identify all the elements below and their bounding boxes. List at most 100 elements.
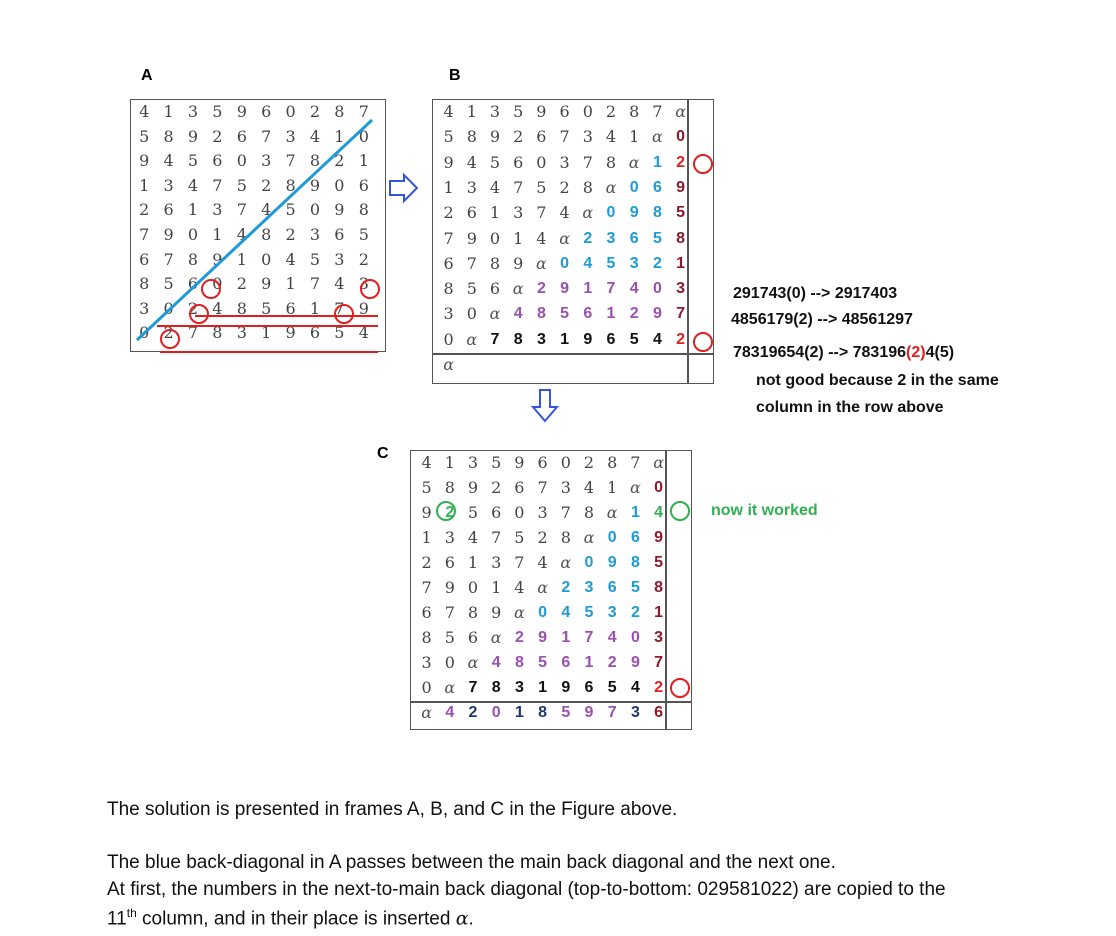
frame-a-cell-r1-c1: 8 bbox=[163, 126, 174, 146]
frame-b-row-separator bbox=[433, 353, 713, 355]
frame-b-cell-r5-c6: 2 bbox=[583, 229, 593, 247]
frame-a-cell-r5-c0: 7 bbox=[139, 225, 150, 244]
frame-a-cell-r8-c1: 0 bbox=[163, 298, 174, 318]
frame-b-cell-r2-c8: α bbox=[628, 152, 640, 172]
frame-c-cell-r5-c7: 3 bbox=[584, 579, 594, 596]
frame-a-cell-r0-c3: 5 bbox=[212, 102, 223, 121]
frame-a-cell-r2-c4: 0 bbox=[236, 151, 247, 171]
red-circle-a-3 bbox=[360, 279, 380, 299]
note-1-right: 2917403 bbox=[834, 285, 898, 302]
frame-a-cell-r1-c2: 9 bbox=[187, 126, 199, 146]
frame-a-cell-r1-c4: 6 bbox=[236, 126, 247, 146]
frame-c-cell-r4-c0: 2 bbox=[421, 553, 432, 572]
frame-a-cell-r5-c9: 5 bbox=[358, 225, 369, 244]
frame-c-cell-r7-c1: 5 bbox=[444, 628, 455, 647]
frame-a-cell-r5-c3: 1 bbox=[212, 225, 223, 244]
frame-a-cell-r6-c2: 8 bbox=[187, 249, 199, 269]
note-line-5: column in the row above bbox=[756, 399, 944, 416]
frame-a-cell-r8-c3: 4 bbox=[212, 298, 223, 318]
frame-c-cell-r5-c2: 0 bbox=[467, 578, 479, 597]
frame-a-cell-r7-c1: 5 bbox=[163, 274, 174, 294]
frame-c-cell-r10-c2: 2 bbox=[468, 704, 478, 721]
frame-b-label: B bbox=[449, 67, 461, 84]
frame-b-cell-r0-c1: 1 bbox=[466, 102, 477, 121]
frame-a-cell-r4-c8: 9 bbox=[334, 200, 345, 220]
frame-a-cell-r3-c7: 9 bbox=[309, 175, 321, 195]
frame-c-cell-r3-c0: 1 bbox=[421, 528, 432, 547]
frame-b-cell-r7-c0: 8 bbox=[443, 279, 454, 299]
frame-c-cell-r8-c6: 6 bbox=[561, 654, 571, 671]
frame-a-cell-r7-c6: 1 bbox=[285, 274, 296, 294]
red-circle-a-2b bbox=[160, 329, 180, 349]
frame-c-cell-r2-c2: 5 bbox=[467, 503, 479, 522]
frame-a-cell-r7-c5: 9 bbox=[261, 274, 272, 294]
down-arrow-icon bbox=[530, 389, 560, 423]
frame-c-cell-r3-c3: 7 bbox=[491, 528, 502, 547]
frame-c-cell-r9-c3: 8 bbox=[491, 679, 501, 696]
right-arrow-icon bbox=[389, 172, 419, 204]
frame-c-cell-r9-c9: 4 bbox=[630, 679, 640, 696]
frame-a-cell-r1-c0: 5 bbox=[139, 126, 150, 146]
frame-a-cell-r2-c1: 4 bbox=[163, 151, 174, 171]
frame-c-cell-r2-c3: 6 bbox=[491, 503, 502, 522]
frame-c-cell-r10-c1: 4 bbox=[445, 704, 455, 721]
frame-b-cell-r9-c2: 7 bbox=[490, 330, 500, 348]
frame-a-cell-r4-c2: 1 bbox=[187, 200, 199, 220]
frame-a-cell-r6-c1: 7 bbox=[163, 249, 174, 269]
frame-b-cell-r0-c0: 4 bbox=[443, 102, 454, 121]
frame-b-cell-r5-c5: α bbox=[559, 228, 570, 248]
frame-b-cell-r5-c10: 8 bbox=[676, 229, 686, 247]
frame-a-cell-r6-c7: 5 bbox=[309, 249, 321, 269]
frame-c-cell-r3-c6: 8 bbox=[560, 528, 571, 547]
frame-a-cell-r9-c9: 4 bbox=[358, 323, 369, 343]
caption-line-4-end: . bbox=[468, 908, 474, 930]
frame-c-cell-r3-c2: 4 bbox=[467, 528, 479, 547]
frame-c-cell-r7-c8: 4 bbox=[607, 629, 617, 646]
frame-a-cell-r9-c5: 1 bbox=[261, 323, 272, 343]
frame-b-cell-r0-c6: 0 bbox=[582, 102, 593, 121]
frame-a-cell-r2-c0: 9 bbox=[139, 151, 150, 171]
frame-b-cell-r1-c0: 5 bbox=[443, 127, 454, 147]
caption-line-4: 11th column, and in their place is inser… bbox=[107, 906, 474, 930]
frame-a-cell-r3-c0: 1 bbox=[139, 175, 150, 195]
frame-b-cell-r1-c8: 1 bbox=[629, 127, 640, 147]
frame-c-cell-r10-c6: 5 bbox=[561, 704, 571, 721]
frame-c-cell-r4-c2: 1 bbox=[467, 553, 479, 572]
frame-c-cell-r10-c8: 7 bbox=[607, 704, 617, 721]
frame-b-cell-r6-c0: 6 bbox=[443, 253, 454, 273]
frame-b-cell-r2-c2: 5 bbox=[489, 152, 501, 172]
note-2-left: 4856179(2) --> bbox=[731, 311, 842, 328]
frame-b-cell-r5-c4: 4 bbox=[536, 228, 547, 248]
frame-b-cell-r3-c4: 5 bbox=[536, 177, 547, 197]
frame-b-cell-r7-c2: 6 bbox=[489, 279, 501, 299]
frame-b-cell-r2-c0: 9 bbox=[443, 152, 454, 172]
frame-b-cell-r1-c10: 0 bbox=[676, 128, 686, 146]
frame-b-cell-r4-c2: 1 bbox=[489, 203, 501, 223]
blue-back-diagonal-line bbox=[135, 118, 374, 342]
frame-a-cell-r4-c4: 7 bbox=[236, 200, 247, 220]
frame-a-cell-r5-c5: 8 bbox=[261, 225, 272, 244]
frame-c-cell-r3-c1: 3 bbox=[444, 528, 455, 547]
frame-b-cell-r8-c4: 8 bbox=[536, 305, 546, 323]
note-now-it-worked: now it worked bbox=[711, 502, 818, 519]
frame-b-cell-r8-c5: 5 bbox=[560, 305, 570, 323]
frame-c-cell-r7-c6: 1 bbox=[561, 629, 571, 646]
frame-c-cell-r8-c10: 7 bbox=[654, 654, 664, 671]
frame-a-cell-r4-c5: 4 bbox=[261, 200, 272, 220]
frame-b-cell-r8-c8: 2 bbox=[629, 305, 639, 323]
frame-a-cell-r4-c9: 8 bbox=[358, 200, 369, 220]
caption-line-4-sup: th bbox=[126, 906, 137, 920]
frame-b-cell-r1-c1: 8 bbox=[466, 127, 477, 147]
frame-c-cell-r0-c2: 3 bbox=[467, 453, 479, 472]
red-circle-a-0 bbox=[201, 279, 221, 299]
frame-b-cell-r9-c1: α bbox=[466, 329, 478, 349]
frame-a-cell-r8-c9: 9 bbox=[358, 298, 369, 318]
frame-a-cell-r2-c3: 6 bbox=[212, 151, 223, 171]
frame-a-cell-r0-c5: 6 bbox=[261, 102, 272, 121]
frame-c-cell-r9-c2: 7 bbox=[468, 679, 478, 696]
frame-b-cell-r4-c9: 8 bbox=[652, 204, 662, 222]
frame-c-cell-r9-c0: 0 bbox=[421, 678, 432, 697]
note-2-right: 48561297 bbox=[841, 311, 913, 328]
frame-c-cell-r2-c8: α bbox=[606, 503, 618, 522]
